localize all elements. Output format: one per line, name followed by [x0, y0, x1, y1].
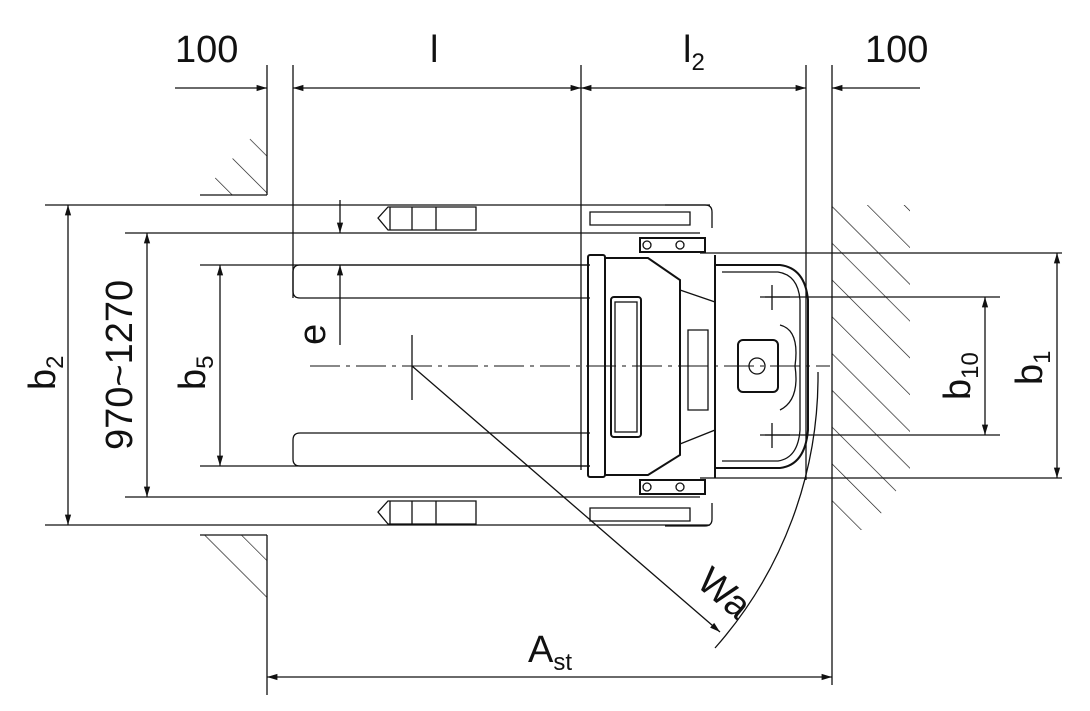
left-wall-bottom [200, 534, 268, 615]
b5-label: b5 [172, 356, 219, 391]
pallet-blocks [377, 204, 713, 527]
wa-radius-line [411, 365, 721, 633]
e-label: e [292, 324, 334, 345]
ast-label: Ast [528, 629, 572, 676]
b2-label: b2 [22, 356, 69, 391]
b10-label: b10 [937, 352, 984, 400]
turning-arc [714, 371, 819, 649]
b1-label: b1 [1009, 351, 1056, 386]
extension-lines [45, 204, 1062, 526]
l-label: l [430, 29, 438, 71]
fork-spread-label: 970~1270 [99, 280, 141, 450]
right-wall [832, 205, 910, 530]
l2-label: l2 [683, 29, 705, 76]
left-wall-top [200, 120, 268, 196]
left-clearance-label: 100 [175, 29, 238, 71]
wa-label: Wa [689, 560, 759, 628]
forks [292, 264, 590, 467]
vertical-dimensions [64, 200, 1061, 525]
stacker-truck-body [587, 237, 809, 495]
right-clearance-label: 100 [865, 29, 928, 71]
